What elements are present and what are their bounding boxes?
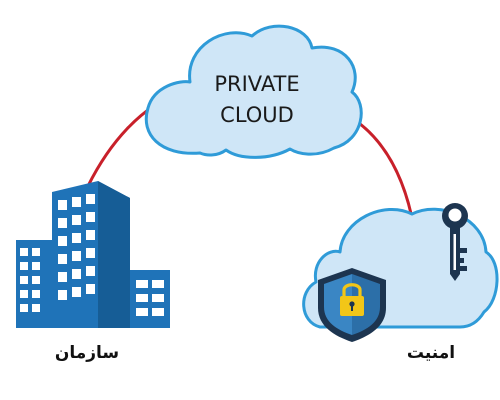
private-cloud-icon: PRIVATE CLOUD <box>144 24 363 159</box>
cloud-title-line-1: PRIVATE <box>214 72 299 96</box>
cloud-title-line-2: CLOUD <box>220 103 294 127</box>
organization-label: سازمان <box>54 343 120 363</box>
office-building-icon <box>16 181 170 328</box>
connector-line-right <box>351 116 416 229</box>
key-icon <box>442 203 468 281</box>
shield-lock-icon <box>318 268 386 342</box>
security-label: امنیت <box>406 343 456 363</box>
